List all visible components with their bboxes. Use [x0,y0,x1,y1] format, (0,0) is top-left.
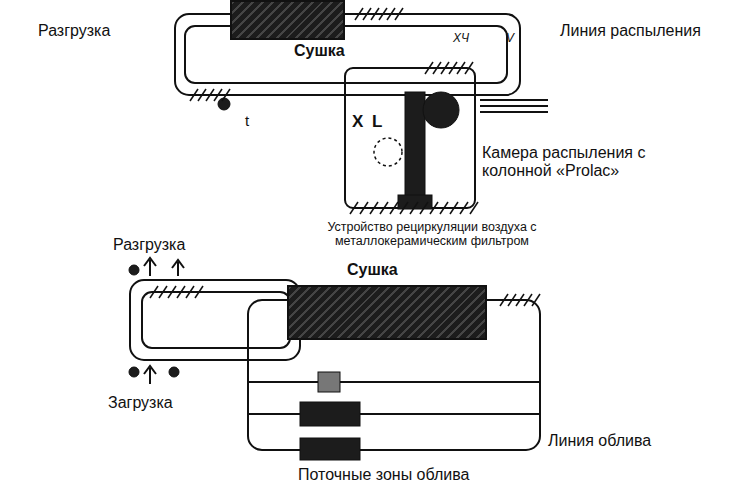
hatch-tick [524,294,532,306]
hatch-tick [177,286,185,298]
hook-symbol [169,367,179,377]
hatch-tick [214,89,222,101]
hatch-tick [440,202,448,214]
line-label: Линия распыления [560,22,701,40]
hatch-tick [380,202,388,214]
air-ducts [480,100,548,112]
hatch-tick [370,202,378,214]
oven-box [230,0,345,40]
marker-text: XЧ [453,32,469,46]
hatch-tick [355,8,363,20]
chamber-label: Камера распыления с колонной «Prolac» [482,144,702,181]
marker-text: t [245,112,249,129]
hatch-tick [532,294,540,306]
hatch-tick [198,89,206,101]
device-label: Устройство рециркуляции воздуха с металл… [292,220,572,249]
hatch-tick [441,62,449,74]
hatch-tick [465,62,473,74]
dotted-circle [374,138,402,166]
hatch-tick [449,62,457,74]
marker-text: V [506,32,514,46]
hatch-tick [430,202,438,214]
node-heading: Сушка [345,261,400,279]
hatch-tick [433,62,441,74]
station-label: Разгрузка [38,22,110,40]
hatch-tick [168,286,176,298]
station-label: Загрузка [108,394,173,412]
hatch-tick [379,8,387,20]
marker-text: L [372,112,382,132]
hatch-tick [371,8,379,20]
hatch-tick [425,62,433,74]
flow-zone [300,438,360,460]
hook-symbol [129,367,139,377]
hatch-tick [195,286,203,298]
hatch-tick [222,89,230,101]
hatch-tick [508,294,516,306]
hatch-tick [190,89,198,101]
flow-zone [300,402,360,426]
zone-label: Поточные зоны облива [298,466,469,484]
hatch-tick [360,202,368,214]
hatch-tick [410,202,418,214]
hatch-tick [395,8,403,20]
oven-box [287,285,487,340]
hatch-tick [460,202,468,214]
hatch-tick [390,202,398,214]
conveyor-loop [130,280,300,360]
flow-zone [318,372,340,392]
hatch-tick [457,62,465,74]
hatch-tick [150,286,158,298]
node-heading: Сушка [292,42,347,60]
hatch-tick [420,202,428,214]
hatch-tick [500,294,508,306]
hatch-tick [363,8,371,20]
conveyor-loop [175,14,520,95]
direction-arrows [144,258,184,384]
hatch-tick [206,89,214,101]
hatch-tick [470,202,478,214]
hatch-tick [516,294,524,306]
line-label: Линия облива [548,432,651,450]
station-label: Разгрузка [113,236,185,254]
hatch-tick [450,202,458,214]
spray-column [405,92,425,202]
hook-symbol [129,265,139,275]
flow-lines [248,382,540,414]
hatch-tick [159,286,167,298]
spray-head [423,92,459,128]
marker-text: X [352,112,363,132]
hatch-tick [387,8,395,20]
hatch-tick [350,202,358,214]
spray-branch [345,68,475,208]
hook-symbol [218,98,230,110]
hatch-tick [186,286,194,298]
hatch-tick [400,202,408,214]
